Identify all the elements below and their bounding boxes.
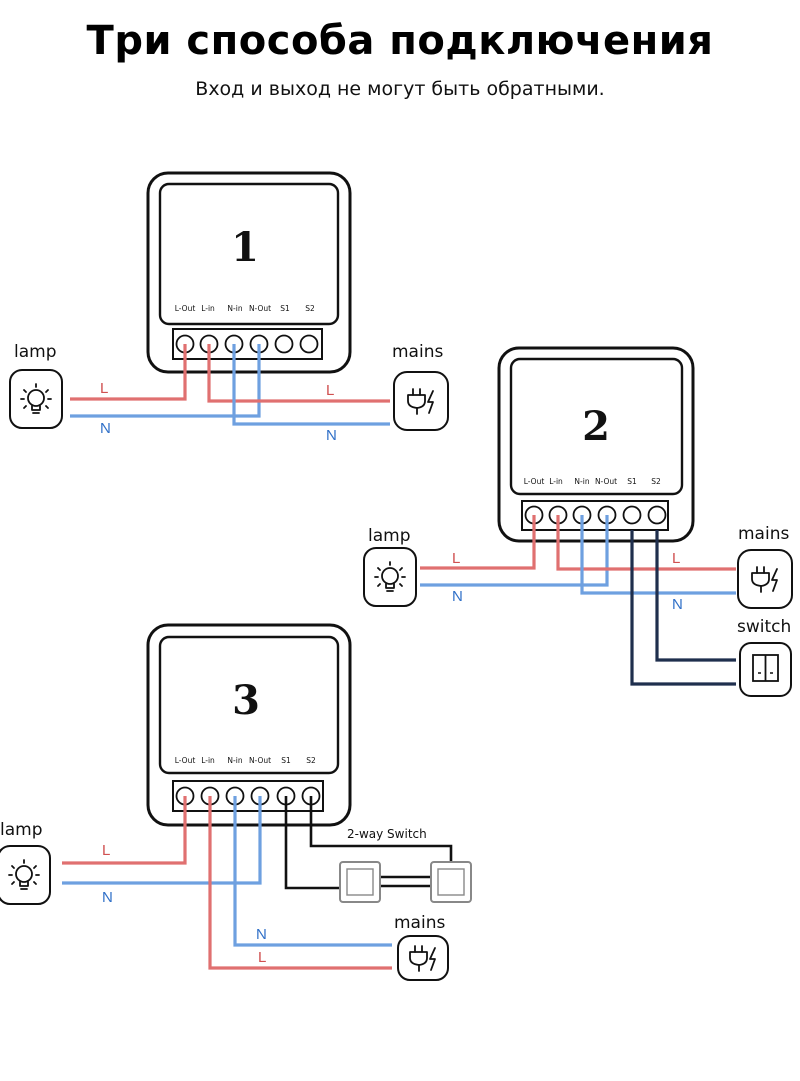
- terminal-label: L-in: [201, 304, 215, 313]
- wire-neutral: [233, 796, 392, 947]
- lamp-label: lamp: [0, 820, 43, 840]
- wall-switch-icon: [752, 654, 779, 682]
- terminal-label: S2: [306, 756, 316, 765]
- mains-icon-box: [737, 549, 793, 609]
- terminal-label: S1: [281, 756, 291, 765]
- wire-live: [207, 344, 390, 403]
- terminal-label: L-Out: [524, 477, 545, 486]
- wire-switch: [655, 530, 736, 662]
- wire-label: N: [256, 926, 267, 943]
- mains-icon-box: [393, 371, 449, 431]
- mains-label: mains: [392, 342, 443, 362]
- terminal-label: L-Out: [175, 756, 196, 765]
- terminal-block: [172, 780, 324, 812]
- mains-label: mains: [394, 913, 445, 933]
- wire-live: [420, 515, 536, 570]
- terminal: [299, 334, 319, 354]
- two-way-switch-label: 2-way Switch: [347, 827, 427, 841]
- terminal-label: S1: [627, 477, 637, 486]
- terminal-label: N-Out: [249, 304, 271, 313]
- diagram-2: 2 L-Out L-in N-in N-Out S1 S2 L N L N la…: [363, 346, 793, 697]
- wire-neutral: [70, 344, 261, 418]
- device-face: [158, 182, 340, 326]
- terminal-label: L-in: [549, 477, 563, 486]
- switch-label: switch: [737, 617, 791, 637]
- wire-label: L: [102, 842, 110, 859]
- wire-switch: [630, 530, 736, 686]
- lamp-label: lamp: [14, 342, 57, 362]
- terminal: [274, 334, 294, 354]
- diagram-number: 2: [582, 403, 610, 450]
- wire-label: N: [326, 427, 337, 444]
- terminal-label: N-Out: [249, 756, 271, 765]
- terminal-block: [172, 328, 323, 360]
- lamp-icon-box: [0, 845, 51, 905]
- wire-label: L: [672, 550, 680, 567]
- wire-label: N: [452, 588, 463, 605]
- terminal-label: S2: [651, 477, 661, 486]
- wire-live: [62, 796, 187, 865]
- page-title: Три способа подключения: [86, 18, 714, 64]
- wire-label: L: [258, 949, 266, 966]
- terminal-label: S2: [305, 304, 315, 313]
- mains-label: mains: [738, 524, 789, 544]
- terminal-label: N-in: [574, 477, 589, 486]
- wire-label: L: [100, 380, 108, 397]
- device-face: [158, 635, 340, 775]
- lamp-icon-box: [9, 369, 63, 429]
- wire-label: N: [100, 420, 111, 437]
- wire-live: [208, 796, 392, 970]
- wire-neutral: [62, 796, 262, 885]
- diagram-number: 1: [231, 224, 259, 271]
- diagram-number: 3: [232, 677, 260, 724]
- lamp-icon-box: [363, 547, 417, 607]
- terminal-label: S1: [280, 304, 290, 313]
- wire-label: N: [672, 596, 683, 613]
- terminal-label: L-Out: [175, 304, 196, 313]
- terminal-label: N-in: [227, 304, 242, 313]
- wire-live: [556, 515, 736, 571]
- lamp-label: lamp: [368, 526, 411, 546]
- wire-label: L: [326, 382, 334, 399]
- terminal-label: N-Out: [595, 477, 617, 486]
- device-face: [509, 357, 684, 496]
- wire-neutral: [232, 344, 390, 426]
- terminal-label: N-in: [227, 756, 242, 765]
- wire-neutral: [420, 515, 609, 587]
- page-subtitle: Вход и выход не могут быть обратными.: [195, 78, 605, 100]
- mains-icon-box: [397, 935, 449, 981]
- wire-label: L: [452, 550, 460, 567]
- diagram-3: 3 L-Out L-in N-in N-Out S1 S2 L N N L 2-…: [0, 623, 472, 981]
- terminal: [622, 505, 642, 525]
- terminal-label: L-in: [201, 756, 215, 765]
- terminal: [647, 505, 667, 525]
- terminal-block: [521, 500, 669, 531]
- diagram-1: 1 L-Out L-in N-in N-Out S1 S2 L N L N la…: [9, 171, 449, 444]
- wire-label: N: [102, 889, 113, 906]
- wire-live: [70, 344, 187, 401]
- wire-neutral: [580, 515, 736, 595]
- two-way-switch-icon: [339, 861, 472, 903]
